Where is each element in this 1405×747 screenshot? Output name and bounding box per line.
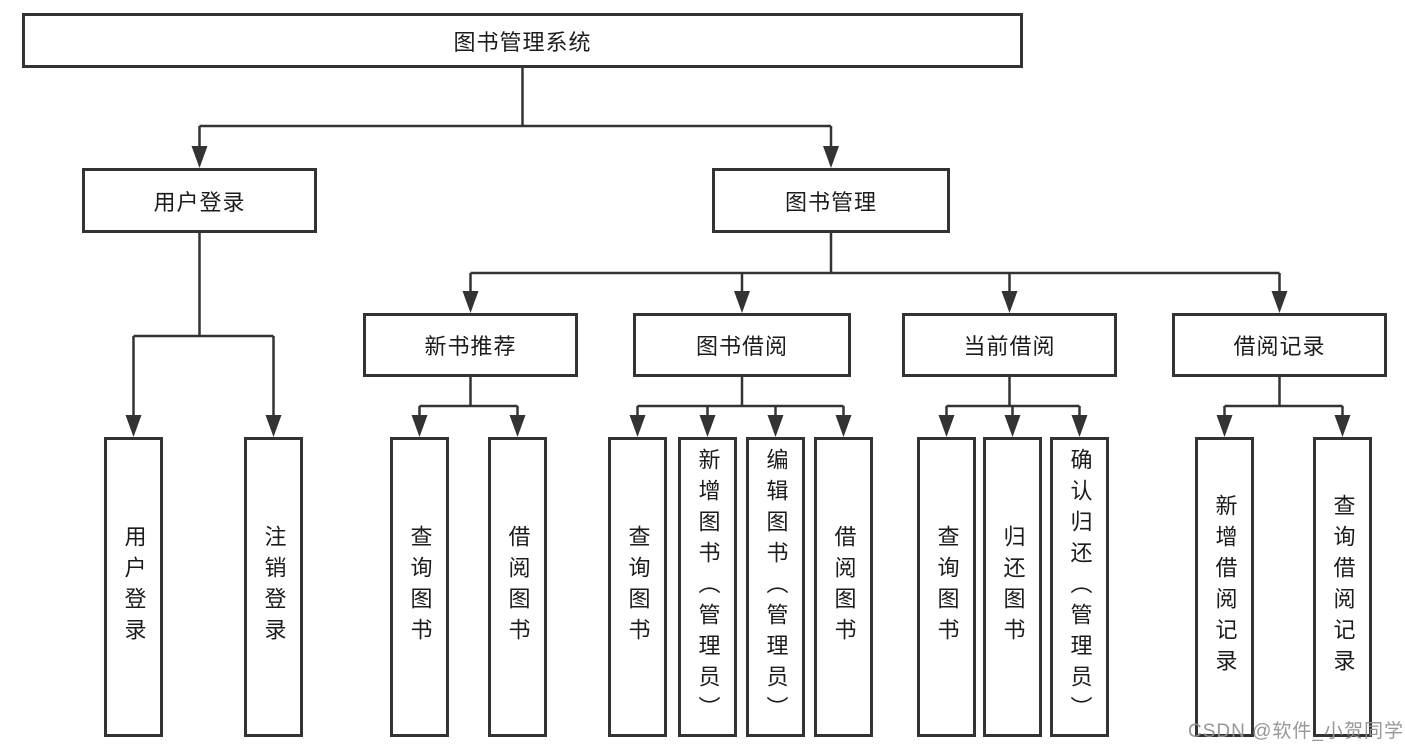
leaf-label: 查询图书 [625, 525, 651, 649]
node-library-management-system: 图书管理系统 [22, 13, 1023, 68]
leaf-label: 注销登录 [261, 525, 287, 649]
leaf-label: 查询借阅记录 [1330, 494, 1356, 680]
leaf-confirm-return-admin: 确认归还（管理员） [1050, 437, 1109, 737]
node-current-borrowing: 当前借阅 [902, 313, 1117, 377]
node-label: 图书管理 [784, 189, 877, 215]
leaf-query-borrow-record: 查询借阅记录 [1313, 437, 1372, 737]
leaf-label: 确认归还（管理员） [1067, 447, 1093, 727]
leaf-query-books-recommend: 查询图书 [390, 437, 449, 737]
node-label: 当前借阅 [963, 334, 1056, 359]
arrowheads [125, 146, 1351, 437]
leaf-label: 编辑图书（管理员） [763, 447, 789, 727]
leaf-label: 归还图书 [1000, 525, 1026, 649]
leaf-add-borrow-record: 新增借阅记录 [1195, 437, 1254, 737]
node-user-login: 用户登录 [82, 168, 317, 233]
leaf-borrow-books-recommend: 借阅图书 [488, 437, 547, 737]
leaf-label: 新增图书（管理员） [695, 447, 721, 727]
leaf-label: 借阅图书 [831, 525, 857, 649]
node-label: 图书管理系统 [453, 29, 592, 55]
leaf-label: 新增借阅记录 [1212, 494, 1238, 680]
node-label: 图书借阅 [695, 334, 788, 359]
leaf-label: 查询图书 [407, 525, 433, 649]
leaf-query-books-borrowing: 查询图书 [608, 437, 667, 737]
leaf-borrow-books-borrowing: 借阅图书 [814, 437, 873, 737]
leaf-label: 查询图书 [934, 525, 960, 649]
node-new-book-recommendation: 新书推荐 [363, 313, 578, 377]
node-label: 新书推荐 [424, 334, 517, 359]
watermark: CSDN @软件_小贺同学 [1188, 721, 1404, 742]
leaf-label: 用户登录 [121, 525, 147, 649]
leaf-user-login: 用户登录 [104, 437, 163, 737]
leaf-query-books-current: 查询图书 [917, 437, 976, 737]
leaf-label: 借阅图书 [505, 525, 531, 649]
leaf-add-book-admin: 新增图书（管理员） [678, 437, 737, 737]
node-label: 用户登录 [153, 189, 246, 215]
leaf-logout: 注销登录 [244, 437, 303, 737]
leaf-edit-book-admin: 编辑图书（管理员） [746, 437, 805, 737]
node-borrowing-records: 借阅记录 [1172, 313, 1387, 377]
node-book-borrowing: 图书借阅 [633, 313, 851, 377]
node-book-management: 图书管理 [712, 168, 950, 233]
node-label: 借阅记录 [1233, 334, 1326, 359]
leaf-return-books: 归还图书 [983, 437, 1042, 737]
